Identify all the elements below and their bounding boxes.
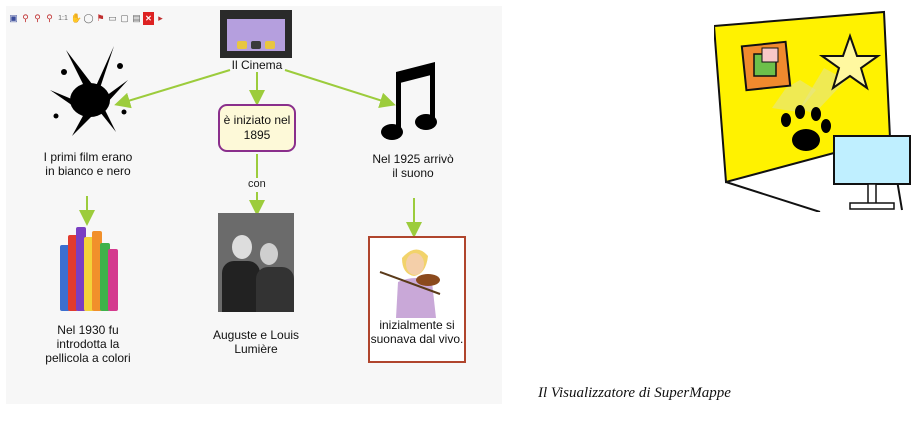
concept-box-1895[interactable]: è iniziato nel 1895 [218, 104, 296, 152]
zoom-out-icon[interactable]: ⚲ [34, 12, 41, 23]
link-root-right [284, 69, 396, 108]
cinema-screen [227, 19, 285, 51]
crayons-image [60, 227, 118, 311]
right-bottom-label[interactable]: inizialmente si suonava dal vivo. [370, 318, 464, 346]
lumiere-brothers-photo [218, 213, 294, 312]
fullscreen-icon[interactable]: ▢ [120, 12, 129, 23]
left-node-label[interactable]: I primi film erano in bianco e nero [43, 150, 133, 178]
photo-face [260, 243, 278, 265]
link-root-left [114, 69, 231, 109]
seat-icon [237, 41, 247, 49]
photo-figure [256, 267, 294, 312]
arrow-right-icon[interactable]: ▸ [158, 12, 163, 23]
center-bottom-label[interactable]: Auguste e Louis Lumière [212, 328, 300, 356]
page-icon[interactable]: ▭ [108, 12, 117, 23]
seat-icon [265, 41, 275, 49]
cinema-image[interactable] [220, 10, 292, 58]
music-note-icon [381, 62, 437, 140]
root-node-label[interactable]: Il Cinema [231, 58, 283, 72]
edge-label-con: con [248, 178, 266, 190]
seat-icon [251, 41, 261, 49]
viewer-toolbar: ▣ ⚲ ⚲ ⚲ 1:1 ✋ ◯ ⚑ ▭ ▢ ▤ ✕ ▸ [8, 10, 166, 26]
caption: Il Visualizzatore di SuperMappe [538, 385, 731, 401]
left-bottom-label[interactable]: Nel 1930 fu introdotta la pellicola a co… [45, 323, 131, 365]
flag-icon[interactable]: ⚑ [96, 12, 105, 23]
zoom-fit-icon[interactable]: ⚲ [46, 12, 53, 23]
actual-size-icon[interactable]: 1:1 [58, 14, 68, 22]
photo-figure [222, 261, 260, 312]
violinist-icon [379, 249, 441, 318]
print-icon[interactable]: ▤ [132, 12, 141, 23]
speech-icon[interactable]: ◯ [83, 12, 94, 23]
right-node-label[interactable]: Nel 1925 arrivò il suono [372, 152, 454, 180]
photo-face [232, 235, 252, 259]
violin-player-image: inizialmente si suonava dal vivo. [368, 236, 466, 363]
close-icon[interactable]: ✕ [143, 11, 154, 25]
ink-splat-icon [50, 46, 128, 136]
save-icon[interactable]: ▣ [9, 12, 18, 23]
zoom-in-icon[interactable]: ⚲ [22, 12, 29, 23]
pan-hand-icon[interactable]: ✋ [70, 12, 83, 23]
supermappe-logo [714, 10, 911, 212]
